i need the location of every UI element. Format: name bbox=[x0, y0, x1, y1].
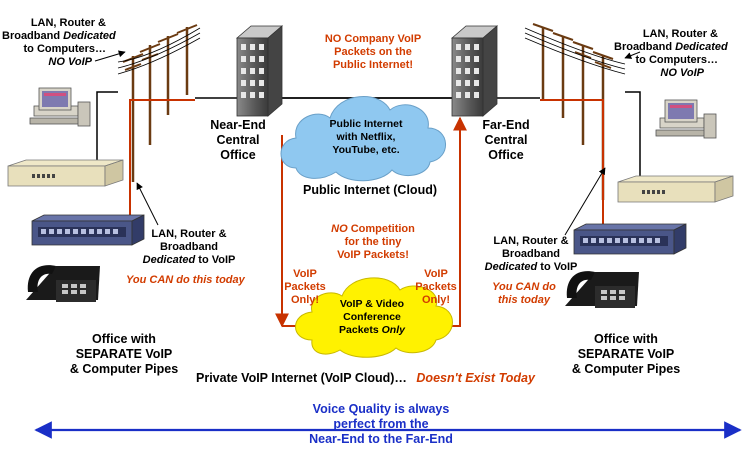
no-company-voip-note: NO Company VoIP Packets on the Public In… bbox=[324, 33, 422, 71]
right-lan-note: LAN, Router & Broadband Dedicated to Com… bbox=[614, 28, 728, 79]
voice-quality-note: Voice Quality is always perfect from the… bbox=[309, 402, 453, 446]
callout-arrow bbox=[624, 51, 641, 59]
callout-arrow bbox=[136, 182, 159, 226]
office-building-icon bbox=[450, 25, 499, 117]
overhead-wires-right bbox=[524, 27, 626, 75]
voip-only-left: VoIP Packets Only! bbox=[284, 268, 326, 306]
voip-cloud-text: VoIP & Video Conference Packets Only bbox=[339, 298, 405, 336]
office-building-icon bbox=[235, 25, 284, 117]
voip-only-right: VoIP Packets Only! bbox=[415, 268, 457, 306]
switch-icon bbox=[573, 223, 687, 255]
utility-pole-icon bbox=[532, 23, 614, 200]
callout-arrow bbox=[564, 167, 606, 236]
computer-line-right bbox=[625, 91, 641, 178]
overhead-wires-left bbox=[117, 27, 201, 75]
utility-pole-icon bbox=[122, 24, 198, 182]
router-icon bbox=[7, 159, 124, 187]
computer-line-left bbox=[96, 91, 118, 175]
desk-phone-icon bbox=[565, 271, 639, 308]
public-cloud-label: Public Internet (Cloud) bbox=[302, 183, 438, 197]
computer-icon bbox=[655, 99, 717, 139]
right-can-do: You CAN do this today bbox=[492, 281, 556, 306]
near-end-label: Near-End Central Office bbox=[210, 118, 266, 162]
computer-icon bbox=[29, 87, 91, 127]
left-can-do: You CAN do this today bbox=[126, 274, 245, 286]
no-competition-note: NO Competition for the tiny VoIP Packets… bbox=[331, 223, 415, 261]
private-voip-label: Private VoIP Internet (VoIP Cloud)… Does… bbox=[196, 371, 535, 385]
callout-arrow bbox=[94, 50, 126, 62]
left-office-label: Office with SEPARATE VoIP & Computer Pip… bbox=[69, 332, 179, 376]
far-end-label: Far-End Central Office bbox=[482, 118, 530, 162]
right-voip-note: LAN, Router & Broadband Dedicated to VoI… bbox=[484, 235, 578, 273]
left-lan-note: LAN, Router & Broadband Dedicated to Com… bbox=[2, 17, 116, 68]
router-icon bbox=[617, 175, 734, 203]
desk-phone-icon bbox=[26, 265, 100, 302]
right-office-label: Office with SEPARATE VoIP & Computer Pip… bbox=[571, 332, 681, 376]
switch-icon bbox=[31, 214, 145, 246]
voip-cloud bbox=[295, 277, 453, 358]
left-voip-note: LAN, Router & Broadband Dedicated to VoI… bbox=[142, 228, 236, 266]
public-cloud-text: Public Internet with Netflix, YouTube, e… bbox=[329, 118, 403, 156]
public-internet-cloud bbox=[280, 96, 446, 182]
